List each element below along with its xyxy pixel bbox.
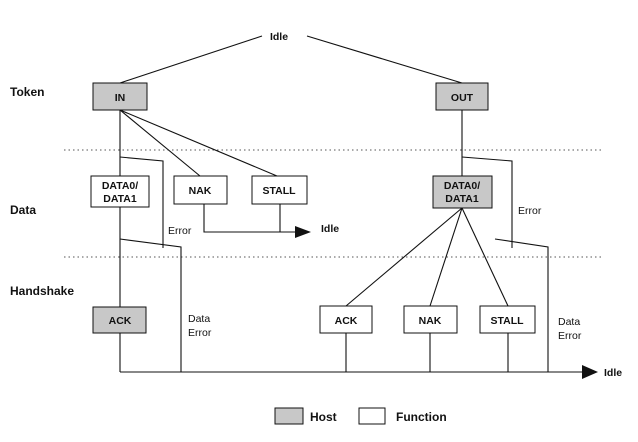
legend-function-swatch [358,407,386,425]
in-ack-box [92,306,147,334]
bottom-idle-label: Idle [604,367,622,379]
out-data-to-stall-line [461,207,509,307]
phase-label-data: Data [10,203,36,217]
in-token-box [92,82,148,111]
out-data-label-line2: DATA1 [445,193,479,205]
out-nak-box [403,305,458,334]
out-data-error-label-line2: Error [558,330,582,342]
out-ack-box [319,305,373,334]
top-idle-label: Idle [270,31,288,43]
phase-label-handshake: Handshake [10,284,74,298]
idle-to-in-line [119,35,263,84]
out-stall-box [479,305,536,334]
in-token-label: IN [115,92,126,104]
out-nak-label: NAK [419,315,442,327]
in-to-stall-line [119,109,278,177]
out-error-label: Error [518,205,542,217]
idle-to-out-line [306,35,463,84]
legend-host-label: Host [310,410,337,424]
out-token-label: OUT [451,92,474,104]
in-data-box [90,175,150,208]
in-stall-box [251,175,308,205]
legend-host-swatch [274,407,304,425]
out-data-label-line1: DATA0/ [444,180,480,192]
legend-function-label: Function [396,410,447,424]
nak-stall-to-idle-line [203,204,297,233]
out-error-path [461,156,513,248]
out-data-error-label-line1: Data [558,316,580,328]
in-ack-label: ACK [109,315,132,327]
out-data-to-nak-line [429,207,463,307]
in-data-error-label-line2: Error [188,327,212,339]
out-data-error-path [494,238,549,372]
phase-label-token: Token [10,85,44,99]
out-token-box [435,82,489,111]
in-nak-label: NAK [189,185,212,197]
in-error-label: Error [168,225,192,237]
in-data-error-path [119,238,182,372]
in-data-label-line1: DATA0/ [102,180,138,192]
mid-idle-label: Idle [321,223,339,235]
in-nak-box [173,175,228,205]
out-data-to-ack-line [345,207,463,307]
in-data-error-label-line1: Data [188,313,210,325]
bottom-idle-arrowhead [582,365,598,379]
in-data-label-line2: DATA1 [103,193,137,205]
out-stall-label: STALL [490,315,524,327]
out-data-box [432,175,493,209]
in-stall-label: STALL [262,185,296,197]
in-to-nak-line [119,109,201,177]
out-ack-label: ACK [335,315,358,327]
in-error-path [119,156,164,248]
mid-idle-arrowhead [295,226,311,238]
